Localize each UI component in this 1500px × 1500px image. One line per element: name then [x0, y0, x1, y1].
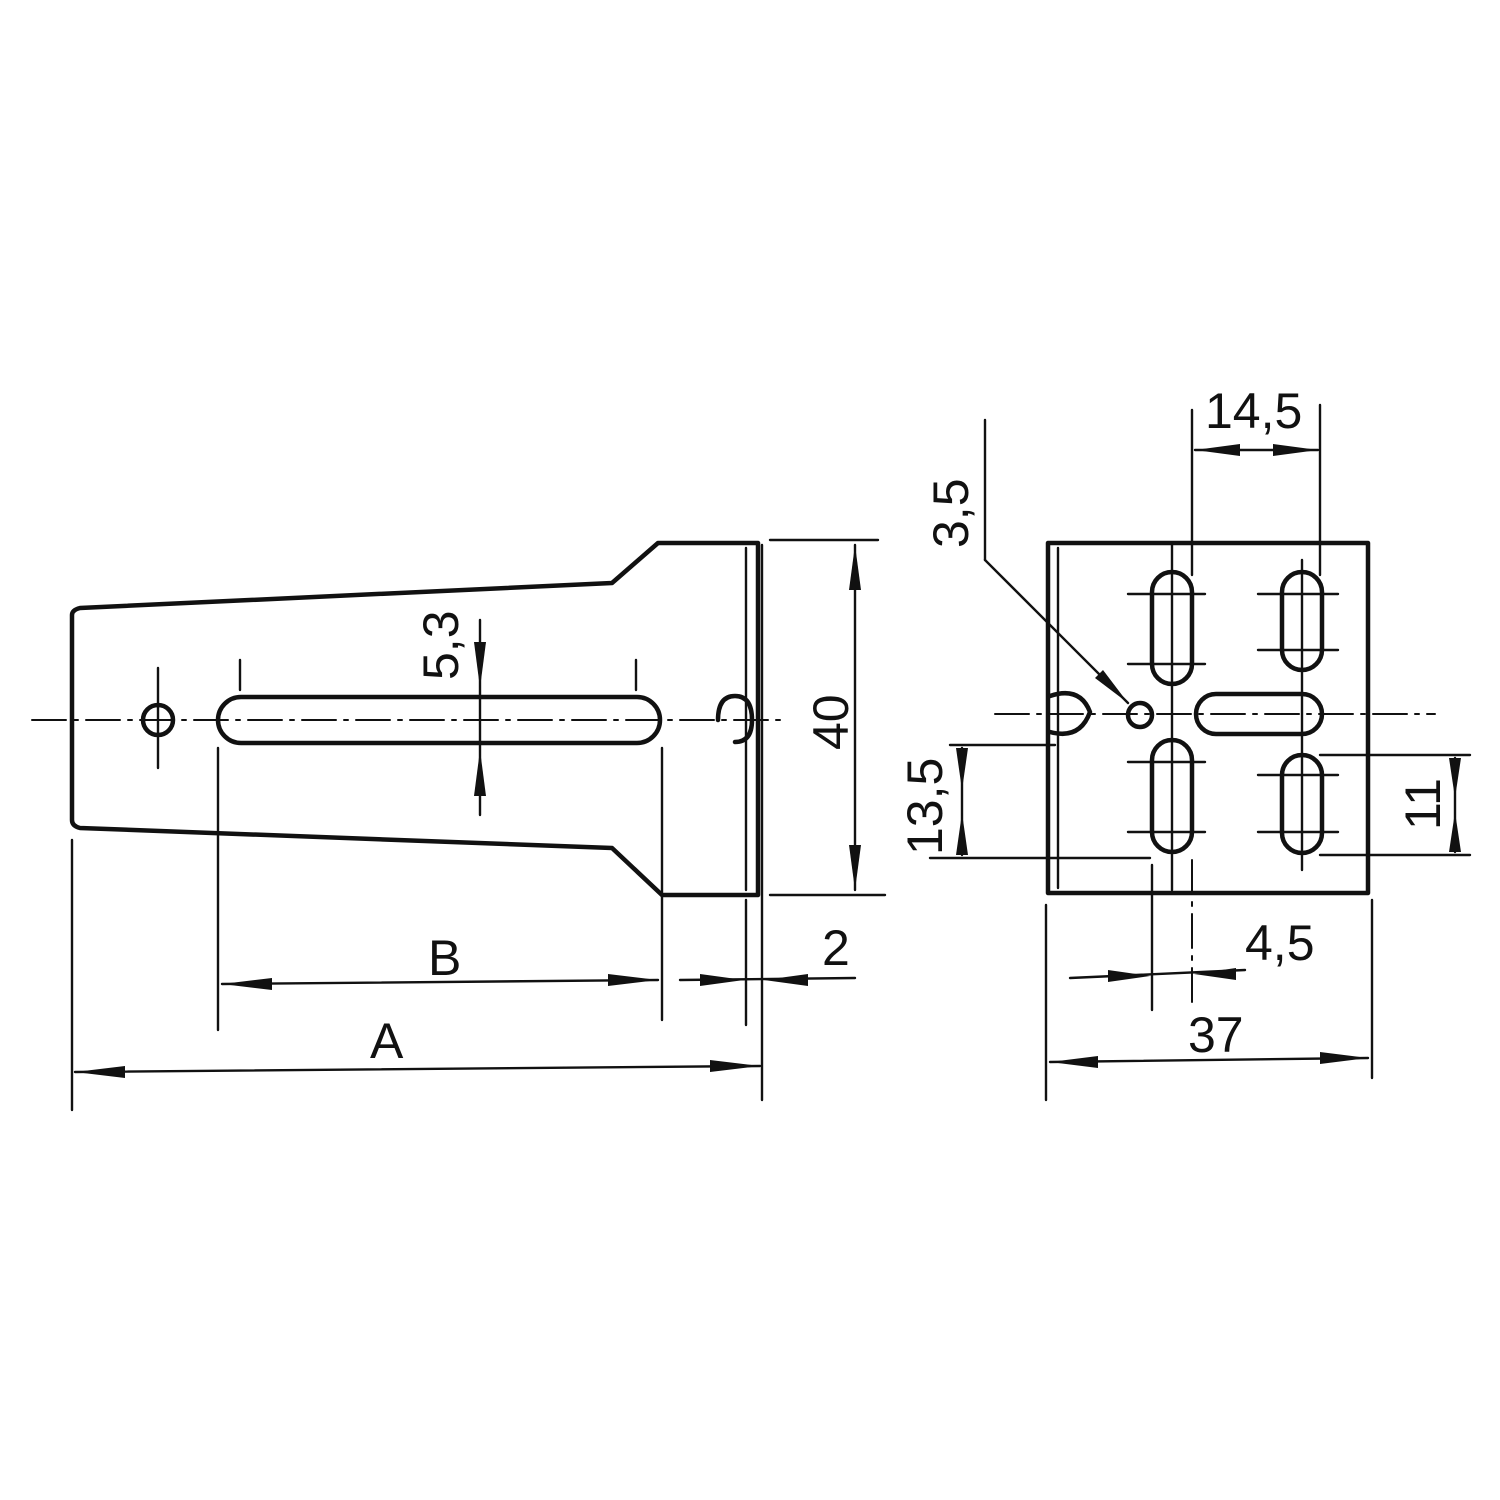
dim-pitch-right: 11	[1395, 778, 1451, 830]
offset-bottom-arrow-left	[1108, 970, 1150, 982]
slot-width-arrow-bottom	[474, 750, 486, 796]
pitch-top-arrow-left	[1195, 444, 1240, 456]
front-view: 3,5 14,5 13,5 11 4,5	[897, 383, 1472, 1102]
b-arrow-right	[608, 974, 658, 986]
edge-notch	[1047, 691, 1093, 736]
thickness-arrow-right	[764, 974, 808, 986]
height-arrow-bottom	[849, 845, 861, 890]
plate-outline	[1045, 540, 1371, 896]
thickness-arrow-left	[700, 974, 744, 986]
dim-a: A	[370, 1013, 404, 1069]
a-arrow-left	[75, 1066, 125, 1078]
pitch-right-arrow-bottom	[1449, 812, 1461, 852]
flange-notch	[715, 693, 755, 745]
a-dim-line	[73, 1064, 762, 1074]
dim-b: B	[428, 930, 461, 986]
dim-offset-bottom: 4,5	[1245, 915, 1315, 971]
a-arrow-right	[710, 1060, 760, 1072]
width-arrow-right	[1320, 1052, 1368, 1064]
height-arrow-top	[849, 545, 861, 590]
long-slot	[215, 694, 663, 746]
dim-thickness: 2	[822, 920, 850, 976]
dim-slot-width: 5,3	[413, 610, 469, 680]
slot-width-arrow-top	[474, 642, 486, 688]
dim-height: 40	[803, 694, 859, 750]
offset-bottom-arrow-right	[1194, 968, 1236, 980]
b-arrow-left	[222, 978, 272, 990]
side-view: 5,3 40 B 2 A	[31, 538, 887, 1112]
dim-hole: 3,5	[923, 478, 979, 548]
pitch-right-arrow-top	[1449, 758, 1461, 798]
dim-offset-left: 13,5	[897, 758, 953, 855]
small-hole	[1125, 700, 1155, 730]
dim-pitch-top: 14,5	[1205, 383, 1302, 439]
offset-left-arrow-top	[956, 748, 968, 790]
width-arrow-left	[1050, 1056, 1098, 1068]
offset-left-arrow-bottom	[956, 813, 968, 855]
slot-horizontal	[1193, 691, 1325, 737]
bracket-outline	[69, 540, 761, 898]
dim-width: 37	[1188, 1007, 1244, 1063]
pitch-top-arrow-right	[1273, 444, 1318, 456]
width-dim-line	[1048, 1056, 1370, 1064]
hole-leader-arrow	[1095, 670, 1128, 703]
b-dim-line	[220, 978, 660, 986]
round-hole	[140, 702, 176, 738]
